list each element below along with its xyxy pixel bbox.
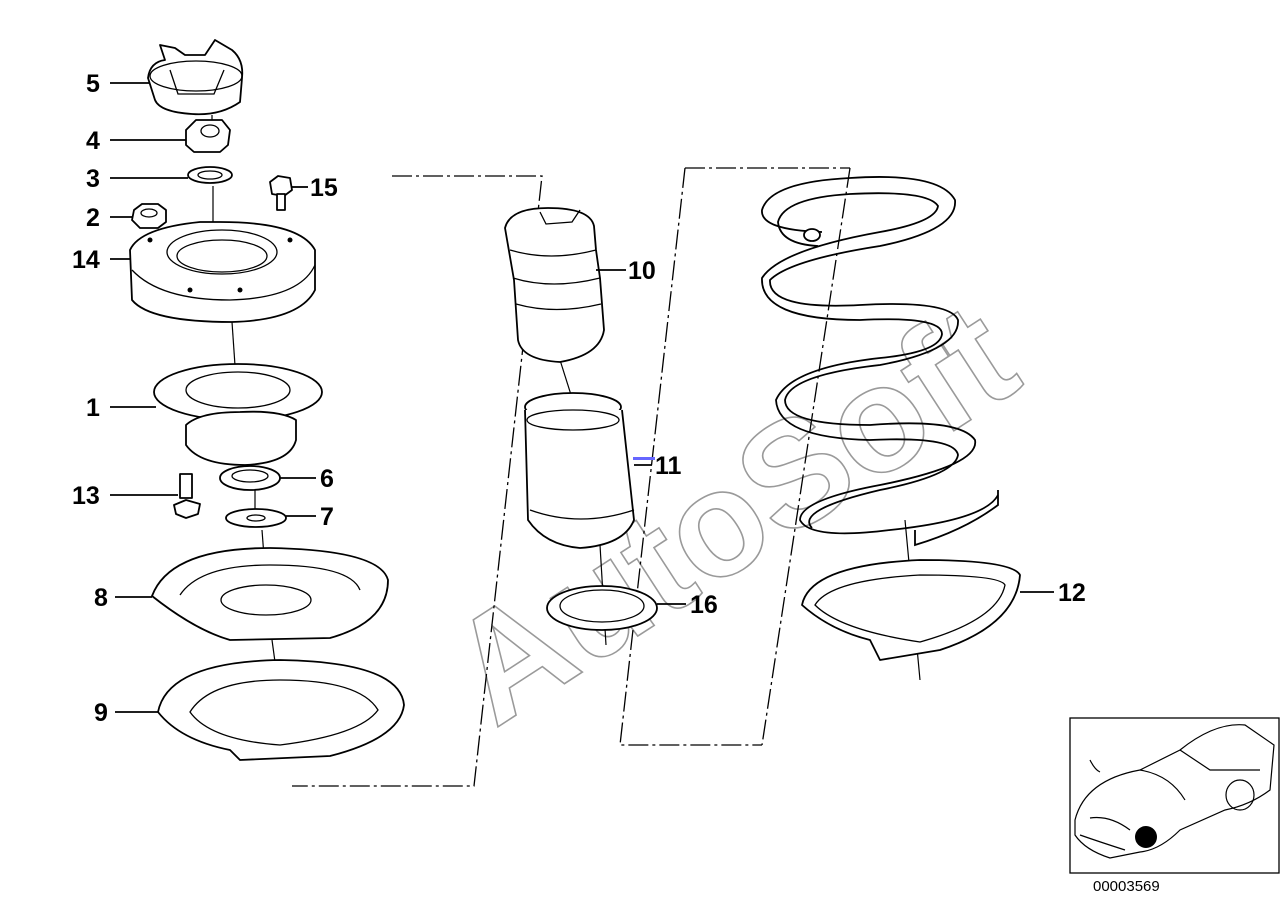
car-location-inset: 00003569 xyxy=(1069,717,1280,895)
axis-middle-a xyxy=(559,359,573,399)
callout-13: 13 xyxy=(72,482,100,510)
part-ring-16 xyxy=(546,585,658,631)
callout-4: 4 xyxy=(86,127,100,155)
leader-lines xyxy=(110,82,1054,713)
part-support-bearing xyxy=(153,363,323,466)
part-bolt-15 xyxy=(269,175,293,211)
callout-10: 10 xyxy=(628,257,656,285)
part-bearing-cup xyxy=(219,465,281,491)
callout-9: 9 xyxy=(94,699,108,727)
callout-16: 16 xyxy=(690,591,718,619)
part-washer xyxy=(187,166,233,184)
callout-3: 3 xyxy=(86,165,100,193)
callout-5: 5 xyxy=(86,70,100,98)
callout-14: 14 xyxy=(72,246,100,274)
callout-11: 11 xyxy=(655,452,682,480)
part-top-cap xyxy=(147,39,244,116)
part-coil-spring xyxy=(761,176,999,547)
part-bump-stop xyxy=(504,207,605,363)
diagram-id: 00003569 xyxy=(1093,878,1160,895)
part-bolt-13 xyxy=(173,473,201,519)
part-nut xyxy=(185,119,231,153)
part-upper-spring-seat xyxy=(151,547,389,641)
location-marker-icon xyxy=(1135,826,1157,848)
group-bracket-middle-right xyxy=(761,167,851,746)
callout-6: 6 xyxy=(320,465,334,493)
callout-7: 7 xyxy=(320,503,334,531)
part-strut-mount-plate xyxy=(129,221,316,323)
group-bracket-middle xyxy=(619,167,850,746)
part-washer-7 xyxy=(225,508,287,528)
part-flange-nut xyxy=(131,203,167,229)
callout-15: 15 xyxy=(310,174,338,202)
group-bracket-left xyxy=(292,175,543,787)
watermark-text: AutoSoft xyxy=(421,270,1043,756)
callout-8: 8 xyxy=(94,584,108,612)
part-spring-pad-upper xyxy=(157,659,405,761)
part-lower-spring-seat xyxy=(801,559,1021,661)
part-protective-tube xyxy=(524,392,655,549)
callout-1: 1 xyxy=(86,394,100,422)
callout-12: 12 xyxy=(1058,579,1086,607)
callout-2: 2 xyxy=(86,204,100,232)
